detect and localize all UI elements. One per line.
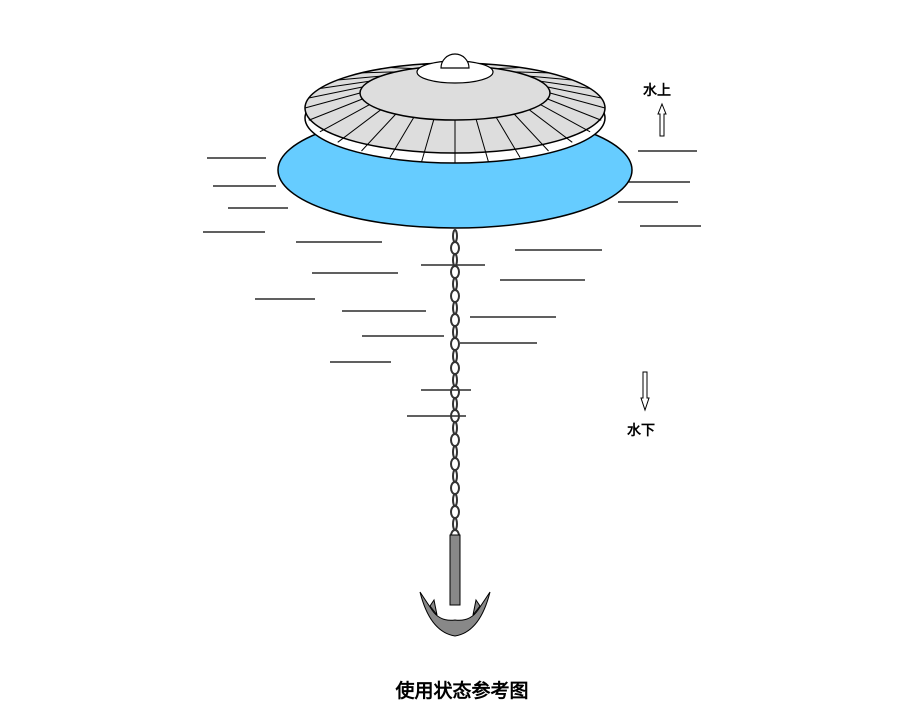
chain-link bbox=[450, 241, 460, 255]
chain-link bbox=[452, 373, 458, 387]
chain-link bbox=[450, 385, 460, 399]
chain-link bbox=[450, 265, 460, 279]
chain-link bbox=[450, 337, 460, 351]
chain-link bbox=[450, 361, 460, 375]
above-water-label: 水上 bbox=[643, 83, 671, 99]
chain-link bbox=[450, 505, 460, 519]
caption: 使用状态参考图 bbox=[395, 680, 529, 702]
chain-link bbox=[450, 457, 460, 471]
chain-link bbox=[452, 253, 458, 267]
anchor-icon bbox=[419, 534, 491, 637]
dome bbox=[440, 53, 470, 69]
chain-link bbox=[452, 469, 458, 483]
down-arrow-icon bbox=[640, 371, 650, 412]
chain-link bbox=[452, 349, 458, 363]
buoy-float bbox=[277, 53, 633, 229]
chain-link bbox=[452, 397, 458, 411]
chain-link bbox=[452, 493, 458, 507]
chain-link bbox=[452, 325, 458, 339]
chain-link bbox=[450, 481, 460, 495]
below-water-label: 水下 bbox=[627, 423, 655, 439]
chain-link bbox=[452, 445, 458, 459]
chain-link bbox=[452, 421, 458, 435]
chain-link bbox=[452, 301, 458, 315]
chain-link bbox=[452, 229, 458, 243]
chain-link bbox=[450, 313, 460, 327]
chain-link bbox=[450, 433, 460, 447]
chain-link bbox=[450, 289, 460, 303]
deck-spokes bbox=[304, 63, 606, 163]
anchor-chain bbox=[450, 229, 460, 543]
up-arrow-icon bbox=[657, 102, 667, 137]
water-lines bbox=[203, 150, 701, 417]
chain-link bbox=[452, 517, 458, 531]
chain-link bbox=[452, 277, 458, 291]
